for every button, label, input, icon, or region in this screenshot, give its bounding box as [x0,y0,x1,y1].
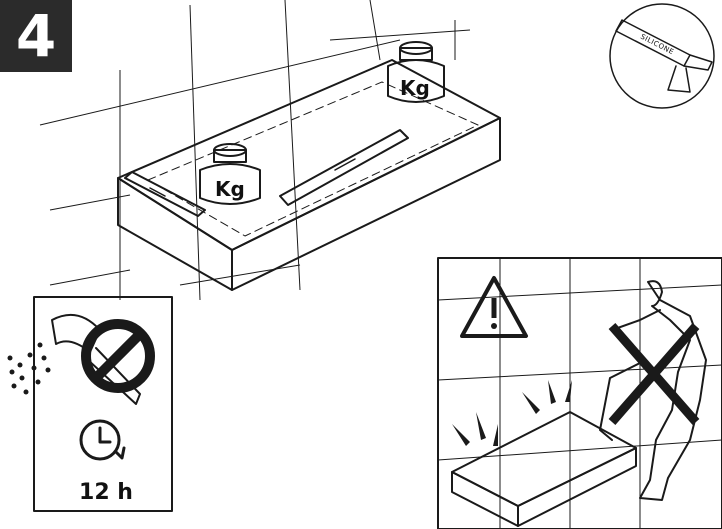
impact-marks [452,380,572,446]
step-number-badge: 4 [0,0,72,72]
weight-back-label: Kg [400,76,430,100]
shelf-on-floor [451,411,637,527]
spirit-level-left [124,171,206,217]
person-stepping [599,280,707,501]
weight-back: Kg [387,41,445,103]
silicone-gun-icon: SILICONE [609,3,715,109]
no-shower-icon [7,313,155,405]
cure-time-panel [7,296,173,512]
stone-shelf: Kg Kg [117,41,501,291]
weight-front: Kg [199,143,261,205]
warning-triangle-icon [460,276,528,338]
cure-duration-label: 12 h [79,480,133,505]
clock-icon [79,419,126,461]
weight-front-label: Kg [215,177,245,201]
warning-panel [437,257,722,529]
wall-tile-grid [39,0,471,301]
cross-icon [608,323,700,425]
spirit-level-right [279,129,409,206]
